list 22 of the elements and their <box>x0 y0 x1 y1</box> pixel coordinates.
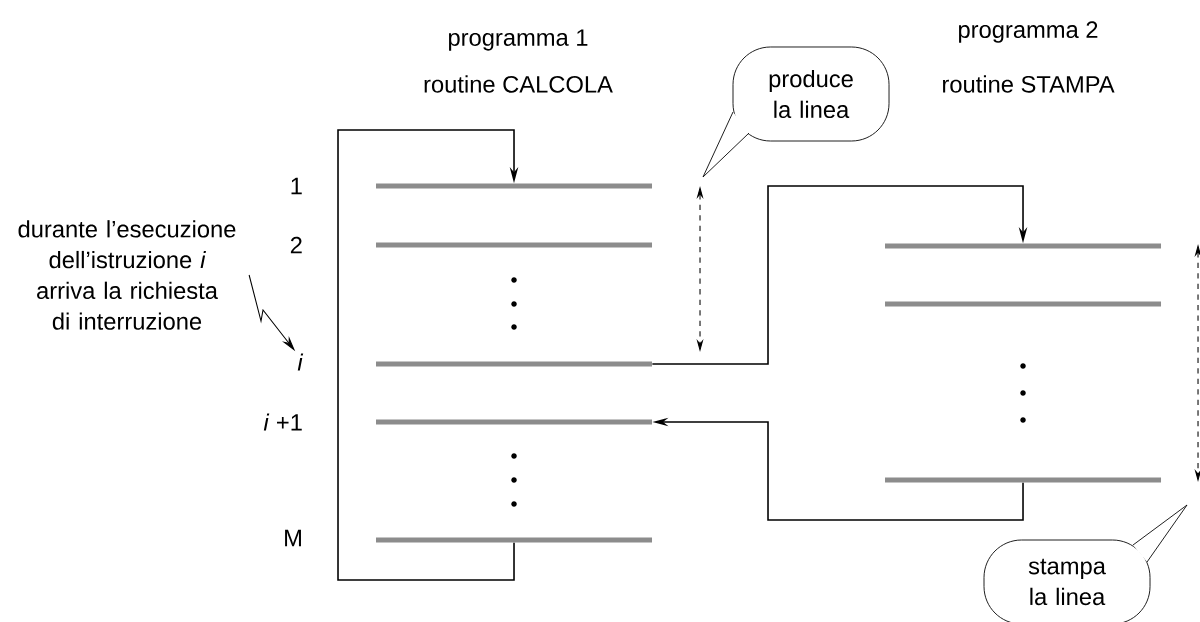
speech-bubble: produce la linea <box>702 46 890 178</box>
program-title: routine STAMPA <box>943 75 1115 93</box>
flow-arrow <box>651 185 1028 365</box>
instruction-number: 2 <box>290 236 302 254</box>
note-text: i <box>297 353 304 371</box>
instruction-bar <box>885 477 1161 483</box>
flow-arrow <box>337 129 519 581</box>
program-title: programma 2 <box>959 21 1098 43</box>
instruction-bar <box>376 361 652 367</box>
speech-bubble: stampa la linea <box>983 504 1188 622</box>
note-text: durante l’esecuzione dell’istruzione i arriva la richiesta di interruzione <box>18 220 236 330</box>
instruction-bar <box>376 537 652 543</box>
instruction-bar <box>885 243 1161 249</box>
instruction-bar <box>885 301 1161 307</box>
program-title: routine CALCOLA <box>424 75 613 93</box>
instruction-number: M <box>285 529 301 547</box>
program-title: programma 1 <box>449 29 588 51</box>
instruction-bar <box>376 419 652 425</box>
instruction-number: i +1 <box>263 413 302 431</box>
instruction-number: 1 <box>291 177 302 195</box>
instruction-bar <box>376 242 652 248</box>
instruction-bar <box>376 183 652 189</box>
